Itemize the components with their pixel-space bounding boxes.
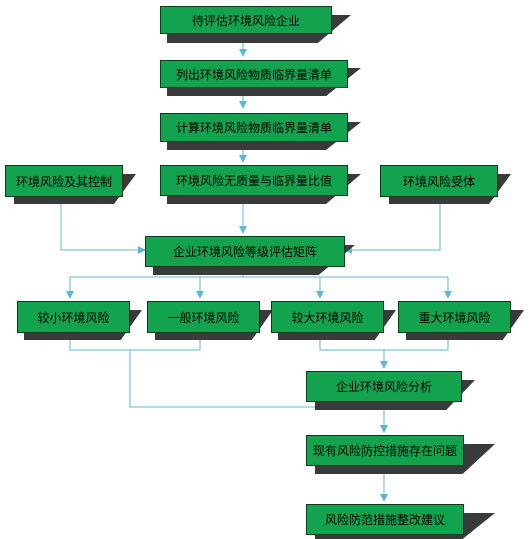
merge-low-general <box>69 333 201 351</box>
node-analysis: 企业环境风险分析 <box>306 371 462 402</box>
node-receptor: 环境风险受体 <box>380 165 498 197</box>
node-matrix: 企业环境风险等级评估矩阵 <box>145 236 345 267</box>
node-level-high: 较大环境风险 <box>271 301 384 333</box>
node-calc-substances: 计算环境风险物质临界量清单 <box>160 113 348 142</box>
node-existing-problems: 现有风险防控措施存在问题 <box>306 435 464 466</box>
node-level-general: 一般环境风险 <box>147 301 260 333</box>
arrow-control-to-matrix <box>60 197 146 254</box>
node-ratio: 环境风险无质量与临界量比值 <box>160 165 348 196</box>
node-risk-control: 环境风险及其控制 <box>5 165 123 197</box>
node-level-major: 重大环境风险 <box>398 301 511 333</box>
node-suggestions: 风险防范措施整改建议 <box>306 504 464 535</box>
node-list-substances: 列出环境风险物质临界量清单 <box>160 60 348 88</box>
node-level-low: 较小环境风险 <box>17 301 130 333</box>
arrow-receptor-to-matrix <box>344 197 441 254</box>
node-enterprise: 待评估环境风险企业 <box>160 6 332 34</box>
